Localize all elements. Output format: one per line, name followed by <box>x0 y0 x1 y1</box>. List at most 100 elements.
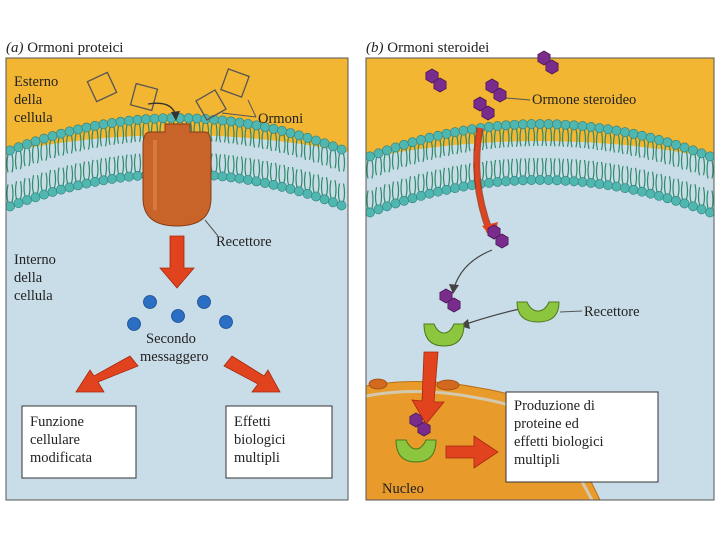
nuclear-complex <box>395 439 437 463</box>
lipid-tail <box>536 127 544 147</box>
lipid-head <box>611 125 622 136</box>
lipid-tail <box>604 163 612 182</box>
lipid-head <box>688 201 698 212</box>
lipid-tail <box>74 133 82 152</box>
lipid-head <box>569 176 579 187</box>
lipid-head <box>552 119 562 130</box>
lipid-tail <box>604 133 612 152</box>
lipid-head <box>64 182 75 193</box>
steroid-hormone-label: Ormone steroideo <box>532 92 636 108</box>
lipid-tail <box>295 169 303 188</box>
lipid-head <box>13 142 24 153</box>
lipid-head <box>654 191 664 201</box>
signal-arrow-down <box>159 235 195 289</box>
lipid-head <box>543 175 554 185</box>
lipid-tail <box>65 135 74 154</box>
lipid-head <box>328 197 338 208</box>
outside-label-line2: della <box>14 92 43 108</box>
lipid-head <box>637 130 647 141</box>
lipid-head <box>39 133 49 144</box>
lipid-head <box>577 177 588 187</box>
lipid-head <box>302 188 313 199</box>
lipid-tail <box>578 129 587 149</box>
lipid-tail <box>383 184 391 203</box>
result-box-left <box>21 405 137 479</box>
lipid-tail <box>286 166 295 186</box>
lipid-tail <box>269 132 278 151</box>
lipid-tail <box>303 141 312 160</box>
second-messenger-dot <box>171 309 185 323</box>
lipid-tail <box>57 167 65 186</box>
lipid-tail <box>425 171 434 190</box>
lipid-head <box>679 198 690 209</box>
lipid-tail <box>133 153 142 172</box>
lipid-head <box>696 148 707 159</box>
lipid-head <box>433 130 443 141</box>
lipid-tail <box>646 141 655 160</box>
lipid-tail <box>621 135 629 155</box>
lipid-head <box>603 180 613 191</box>
lipid-head <box>705 151 714 162</box>
lipid-head <box>450 183 460 194</box>
lipid-head <box>226 116 236 127</box>
lipid-tail <box>629 137 638 156</box>
lipid-head <box>39 189 49 200</box>
lipid-tail <box>218 154 227 173</box>
lipid-tail <box>570 129 578 148</box>
lipid-tail <box>697 157 706 176</box>
lipid-head <box>662 193 673 204</box>
lipid-head <box>98 119 109 130</box>
protein-hormone-square <box>129 82 159 112</box>
steroid-hexagon <box>493 87 507 103</box>
lipid-head <box>6 201 15 212</box>
second-messenger-dot <box>143 295 157 309</box>
result-left-line2: cellulare <box>30 432 80 448</box>
lipid-tail <box>595 131 604 151</box>
lipid-tail <box>451 135 459 155</box>
lipid-head <box>243 118 253 129</box>
lipid-head <box>30 136 41 147</box>
lipid-head <box>705 207 714 218</box>
lipid-head <box>399 195 409 206</box>
lipid-head <box>107 174 117 184</box>
nuclear-pore <box>368 378 388 390</box>
lipid-tail <box>578 159 587 179</box>
lipid-tail <box>451 165 459 185</box>
lipid-head <box>390 198 401 209</box>
result-right-line2: biologici <box>234 432 286 448</box>
lipid-head <box>124 115 134 126</box>
lipid-tail <box>235 126 244 145</box>
lipid-tail <box>125 154 133 173</box>
lipid-head <box>285 128 296 138</box>
lipid-head <box>382 201 392 212</box>
lipid-head <box>390 142 401 153</box>
lipid-head <box>13 198 24 209</box>
lipid-tail <box>655 173 663 193</box>
lipid-tail <box>425 141 434 160</box>
lipid-head <box>594 179 605 189</box>
hormone-path-arrow <box>453 249 493 289</box>
signal-arrow-right <box>223 355 281 393</box>
lipid-head <box>628 128 639 139</box>
steroid-hexagon <box>417 421 431 437</box>
second-messenger-dot <box>219 315 233 329</box>
lipid-head <box>319 194 330 205</box>
lipid-head <box>628 184 639 195</box>
lipid-tail <box>536 157 544 177</box>
second-messenger-dot <box>127 317 141 331</box>
lipid-head <box>115 116 126 127</box>
lipid-head <box>373 148 384 159</box>
lipid-head <box>22 139 32 150</box>
lipid-head <box>132 170 143 181</box>
result-box-b <box>505 391 659 483</box>
lipid-head <box>407 193 418 204</box>
lipid-head <box>183 113 194 124</box>
lipid-head <box>90 176 100 187</box>
lipid-head <box>637 186 647 197</box>
lipid-tail <box>108 156 116 176</box>
lipid-head <box>560 119 571 130</box>
lipid-head <box>450 127 460 138</box>
lipid-head <box>73 124 83 135</box>
lipid-head <box>467 124 477 135</box>
inside-label-line2: della <box>14 270 43 286</box>
